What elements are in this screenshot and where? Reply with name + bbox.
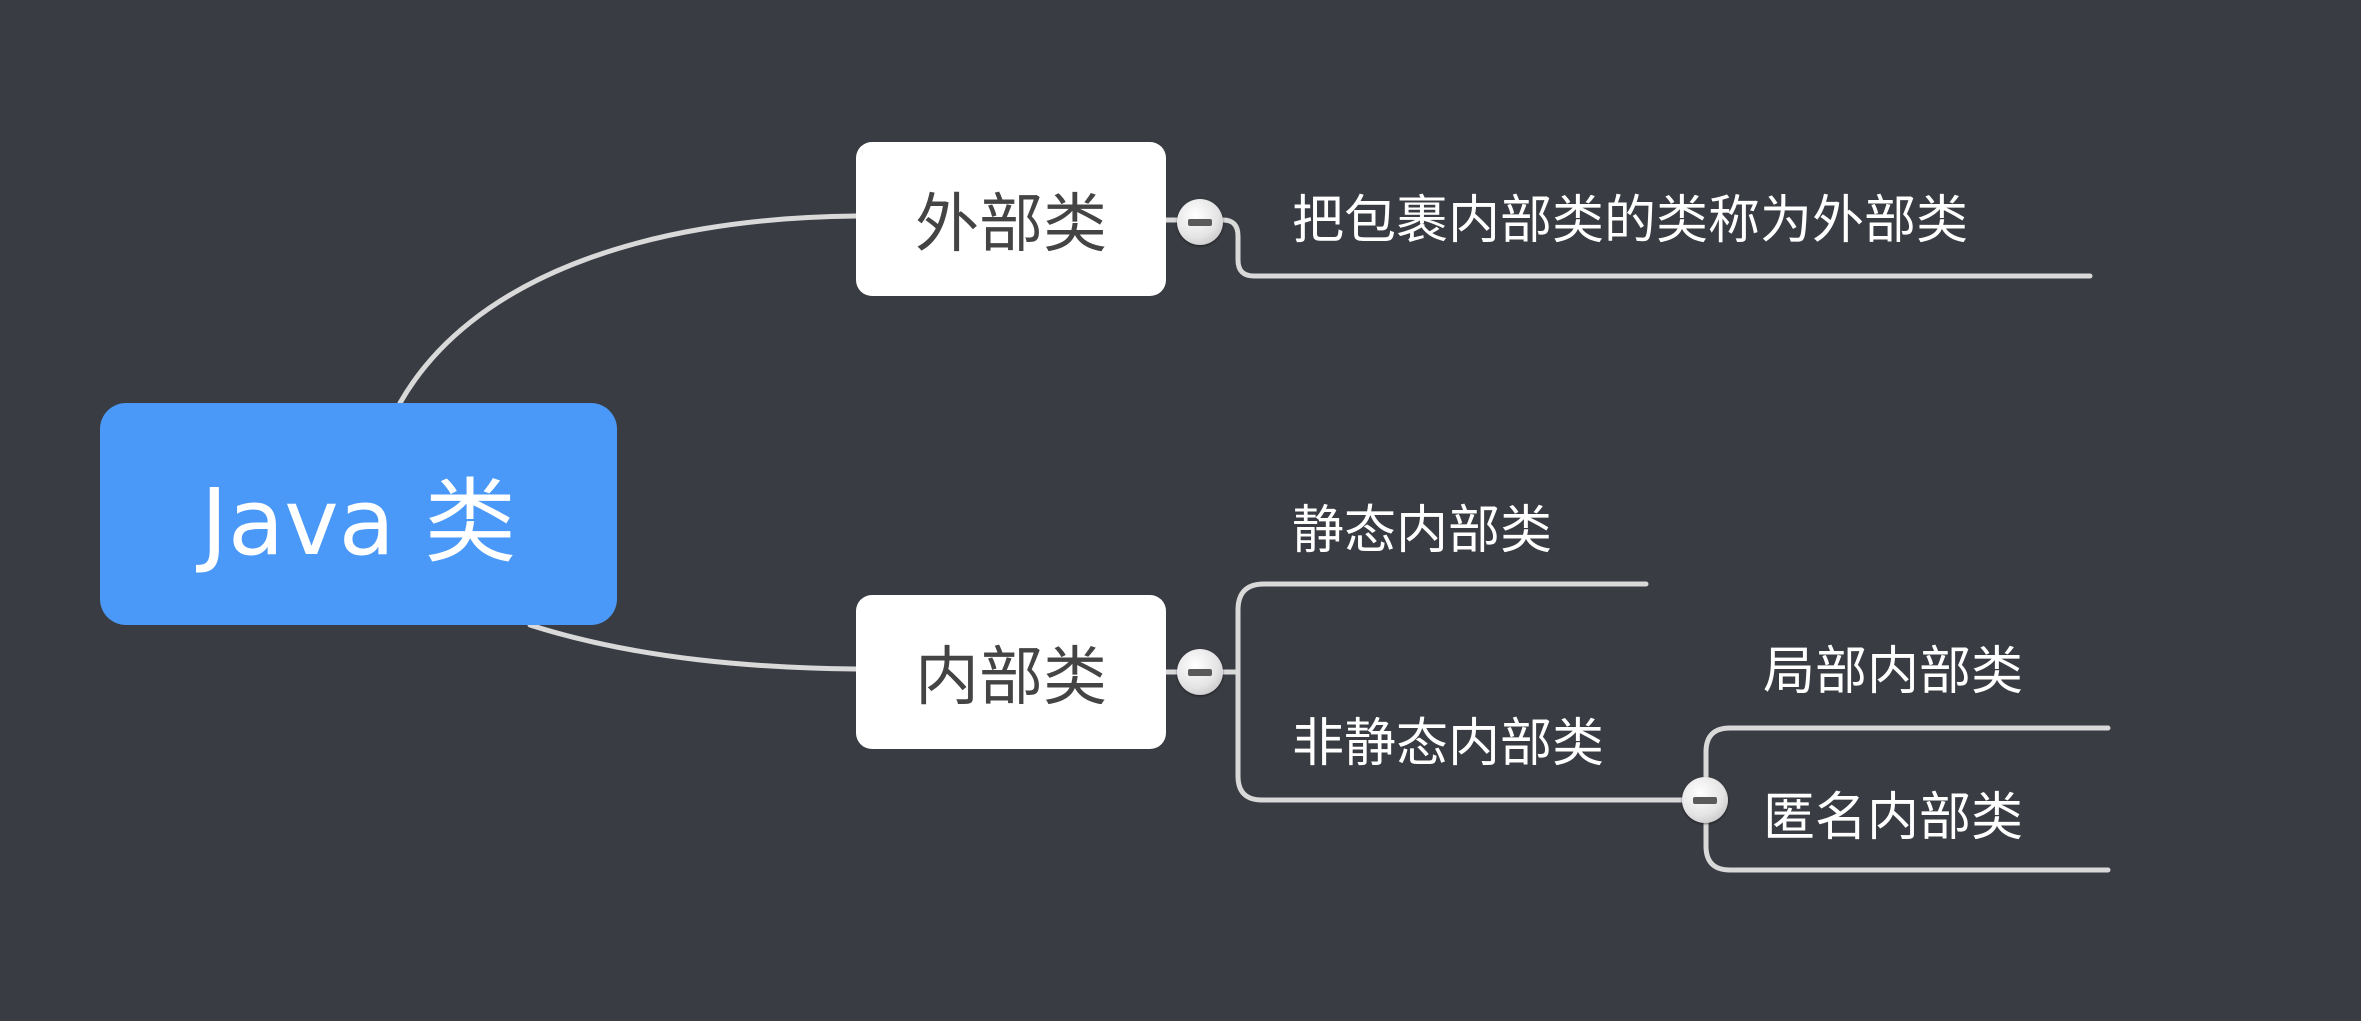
topic-inner-class[interactable]: 内部类: [856, 595, 1166, 749]
connector-root-outer: [397, 213, 859, 406]
connector-root-inner: [527, 622, 859, 672]
collapse-inner-class-icon[interactable]: [1177, 649, 1223, 695]
subtopic-nonstatic-inner-class[interactable]: 非静态内部类: [1292, 714, 1605, 774]
collapse-outer-class-icon[interactable]: [1177, 199, 1223, 245]
subtopic-static-inner-class[interactable]: 静态内部类: [1292, 501, 1553, 561]
collapse-nonstatic-inner-class-icon[interactable]: [1682, 777, 1728, 823]
minus-icon: [1188, 218, 1212, 226]
subtopic-anonymous-inner-class[interactable]: 匿名内部类: [1763, 788, 2024, 848]
subtopic-local-inner-class[interactable]: 局部内部类: [1763, 642, 2024, 702]
connector-nonstatic-anon: [1703, 797, 2111, 873]
topic-inner-class-label: 内部类: [915, 641, 1107, 715]
minus-icon: [1693, 796, 1717, 804]
connector-outer-desc: [1163, 217, 2093, 279]
root-topic[interactable]: Java 类: [100, 403, 617, 625]
topic-outer-class[interactable]: 外部类: [856, 142, 1166, 296]
subtopic-outer-class-description[interactable]: 把包裹内部类的类称为外部类: [1292, 191, 1969, 251]
connector-inner-static: [1163, 581, 1649, 675]
topic-outer-class-label: 外部类: [915, 188, 1107, 262]
connector-nonstatic-local: [1703, 725, 2111, 803]
minus-icon: [1188, 668, 1212, 676]
connector-inner-nonstatic: [1235, 669, 1709, 803]
root-topic-label: Java 类: [200, 468, 517, 576]
